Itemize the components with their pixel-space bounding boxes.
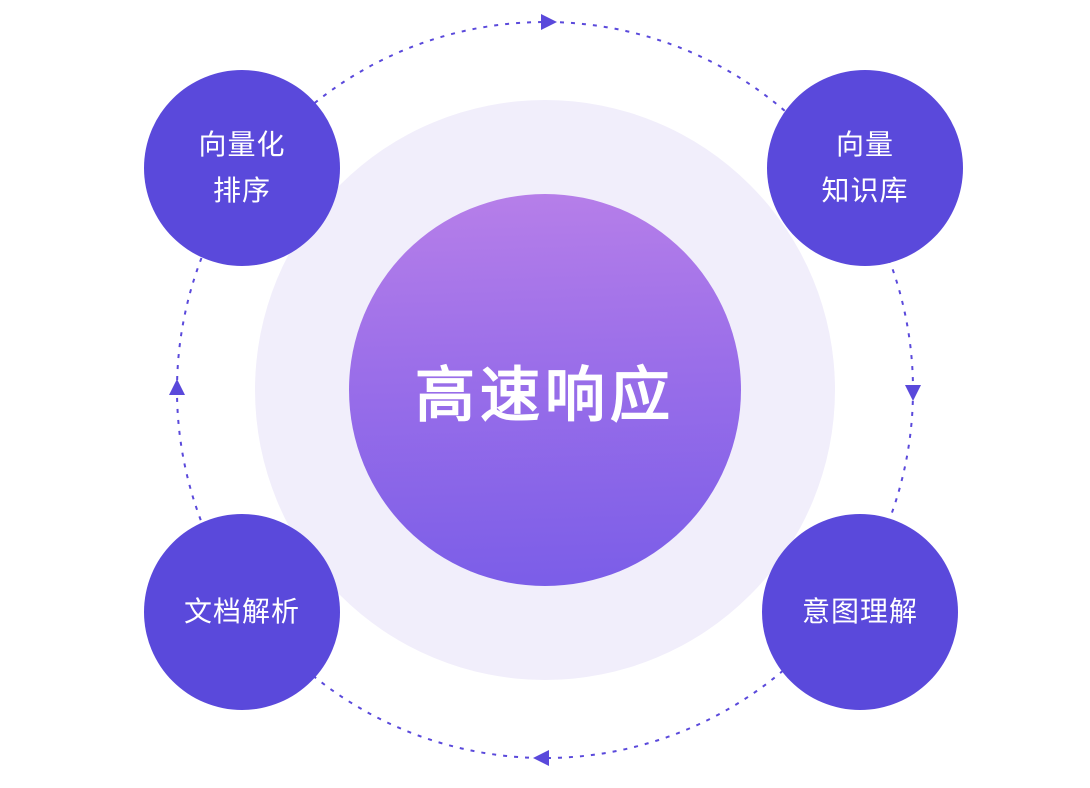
node-document-parsing: 文档解析 xyxy=(144,514,340,710)
orbit-arrow-left-icon xyxy=(169,379,185,395)
node-label: 向量 知识库 xyxy=(821,122,908,214)
node-label-line: 向量化 xyxy=(198,128,286,160)
node-label: 向量化 排序 xyxy=(198,122,285,214)
node-label-line: 排序 xyxy=(212,175,271,206)
center-label: 高速响应 xyxy=(415,361,675,429)
node-label: 文档解析 xyxy=(184,589,300,635)
orbit-arrow-bottom-icon xyxy=(533,750,549,766)
center-node: 高速响应 xyxy=(349,194,741,586)
orbit-arrow-top-icon xyxy=(541,14,557,30)
node-vector-knowledge-base: 向量 知识库 xyxy=(767,70,963,266)
node-intent-understanding: 意图理解 xyxy=(762,514,958,710)
node-label-line: 向量 xyxy=(835,128,894,160)
node-label-line: 知识库 xyxy=(821,175,909,206)
node-label-line: 文档解析 xyxy=(183,595,300,627)
orbit-arrow-right-icon xyxy=(905,385,921,401)
node-label: 意图理解 xyxy=(802,589,918,635)
node-vectorize-sort: 向量化 排序 xyxy=(144,70,340,266)
node-label-line: 意图理解 xyxy=(801,595,918,627)
